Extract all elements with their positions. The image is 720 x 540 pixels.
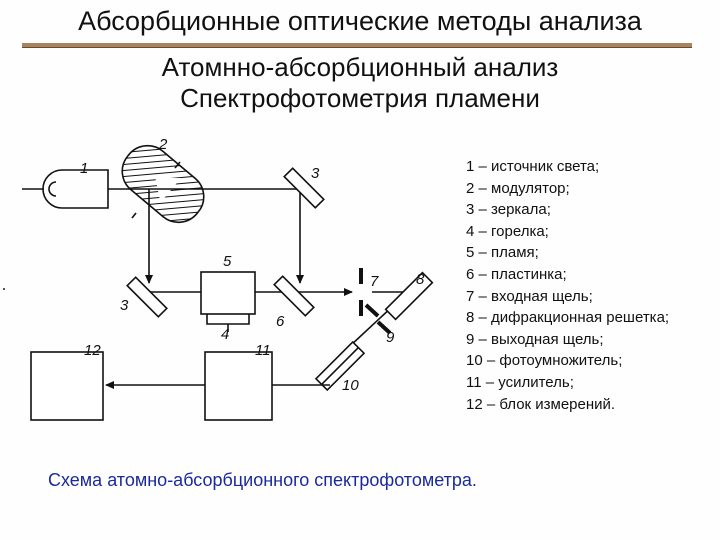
title-underline <box>22 43 692 48</box>
slide-subtitle-1: Атомнно-абсорбционный анализ <box>161 52 559 82</box>
slide-title: Абсорбционные оптические методы анализа <box>78 6 642 36</box>
diagram-caption: Схема атомно-абсорбционного спектрофотом… <box>48 470 477 490</box>
legend-item: 3 – зеркала; <box>466 201 551 219</box>
label-12: 12 <box>84 342 101 359</box>
slide-subtitle-2: Спектрофотометрия пламени <box>180 83 540 113</box>
mirror-lower <box>126 276 168 318</box>
legend-item: 6 – пластинка; <box>466 265 567 283</box>
stray-dot <box>3 288 5 290</box>
legend-item: 5 – пламя; <box>466 244 539 262</box>
light-source <box>42 169 109 209</box>
label-8: 8 <box>416 271 425 288</box>
label-1: 1 <box>80 160 88 177</box>
modulator <box>121 144 205 224</box>
beam-splitter-plate <box>273 275 315 317</box>
lamp-filament <box>48 181 57 197</box>
label-4: 4 <box>221 326 229 343</box>
tick-mark <box>131 212 137 219</box>
legend-item: 1 – источник света; <box>466 158 600 175</box>
diffraction-grating <box>384 271 434 321</box>
tick-mark <box>174 161 181 169</box>
mirror-upper <box>283 167 325 209</box>
label-9: 9 <box>386 329 395 346</box>
label-11: 11 <box>255 342 271 359</box>
label-3-lower: 3 <box>120 297 129 314</box>
legend-item: 9 – выходная щель; <box>466 330 604 348</box>
entrance-slit <box>359 268 363 316</box>
legend-item: 2 – модулятор; <box>466 179 570 197</box>
legend-item: 12 – блок измерений. <box>466 395 616 413</box>
legend-item: 4 – горелка; <box>466 222 549 240</box>
legend-item: 8 – дифракционная решетка; <box>466 309 670 327</box>
flame <box>200 271 256 315</box>
label-3-upper: 3 <box>311 165 320 182</box>
exit-slit <box>364 303 392 335</box>
measuring-block <box>30 351 104 421</box>
component-legend: 1 – источник света; 2 – модулятор; 3 – з… <box>466 156 669 415</box>
amplifier <box>204 351 273 421</box>
burner <box>206 314 250 325</box>
legend-item: 10 – фотоумножитель; <box>466 352 623 370</box>
label-2: 2 <box>158 136 168 153</box>
label-10: 10 <box>342 377 359 394</box>
legend-item: 11 – усилитель; <box>466 373 574 391</box>
label-7: 7 <box>370 273 379 290</box>
label-5: 5 <box>223 253 232 270</box>
legend-item: 7 – входная щель; <box>466 287 593 305</box>
label-6: 6 <box>276 313 285 330</box>
